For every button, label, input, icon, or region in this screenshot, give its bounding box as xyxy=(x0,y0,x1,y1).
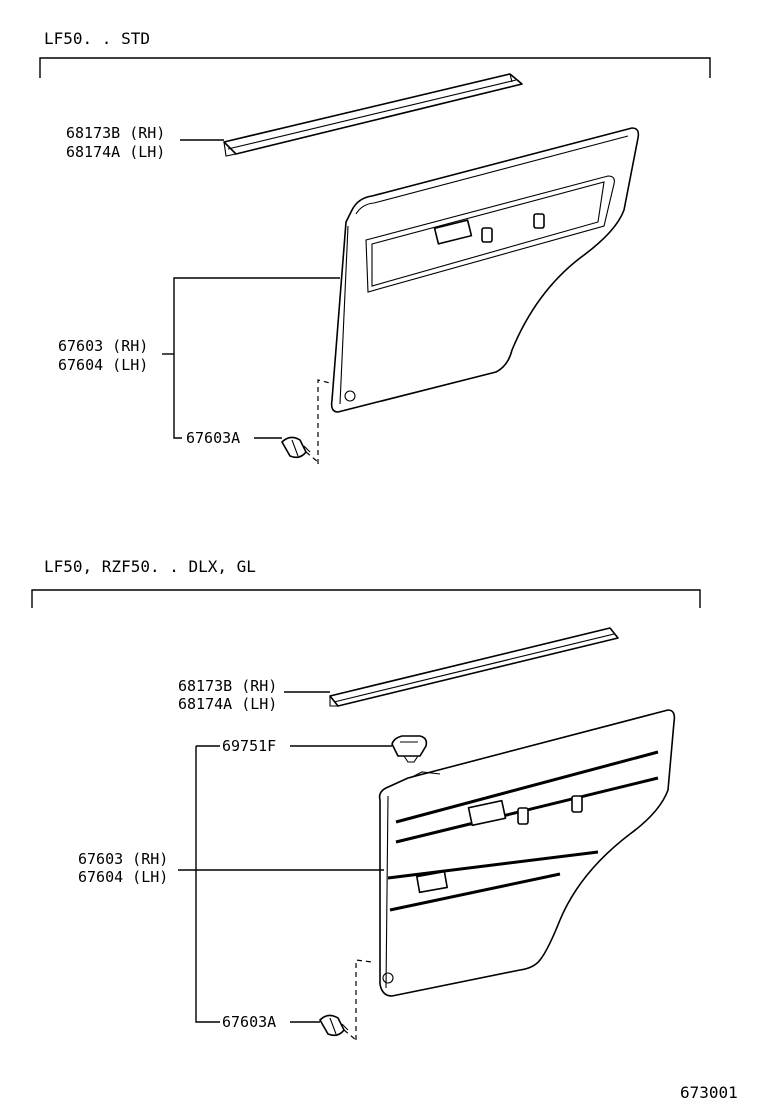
section-std: LF50. . STD xyxy=(39,29,711,464)
clip-hole-dlx xyxy=(382,972,394,984)
leader-bracket-std xyxy=(173,277,340,439)
section-dlx-gl-header: LF50, RZF50. . DLX, GL xyxy=(44,557,256,576)
label-panel-lh-std: 67604 (LH) xyxy=(58,356,148,374)
trim-clip-std xyxy=(281,379,335,464)
label-panel-rh-dlx: 67603 (RH) xyxy=(78,850,168,868)
lock-knob-recess xyxy=(481,227,493,243)
armrest-recess xyxy=(416,870,448,894)
label-clip-std: 67603A xyxy=(186,429,240,447)
section-std-bracket xyxy=(39,57,711,78)
door-pull-pocket xyxy=(391,735,428,763)
switch-recess xyxy=(533,213,545,229)
figure-code: 673001 xyxy=(680,1083,738,1102)
section-dlx-gl: LF50, RZF50. . DLX, GL xyxy=(31,557,701,1041)
section-dlx-gl-bracket xyxy=(31,589,701,608)
label-molding-rh-std: 68173B (RH) xyxy=(66,124,165,142)
label-molding-rh-dlx: 68173B (RH) xyxy=(178,677,277,695)
clip-hole xyxy=(344,390,356,402)
belt-molding-std xyxy=(223,73,523,157)
label-panel-rh-std: 67603 (RH) xyxy=(58,337,148,355)
leader-bracket-dlx xyxy=(195,746,220,1023)
label-pocket: 69751F xyxy=(222,737,276,755)
door-handle-recess-dlx xyxy=(467,799,507,827)
door-trim-panel-dlx xyxy=(378,709,676,997)
section-std-header: LF50. . STD xyxy=(44,29,150,48)
door-trim-panel-std xyxy=(330,127,640,413)
door-handle-recess xyxy=(433,219,473,245)
label-panel-lh-dlx: 67604 (LH) xyxy=(78,868,168,886)
trim-clip-dlx xyxy=(319,959,373,1041)
label-clip-dlx: 67603A xyxy=(222,1013,276,1031)
switch-recess-dlx xyxy=(571,795,583,813)
label-molding-lh-dlx: 68174A (LH) xyxy=(178,695,277,713)
label-molding-lh-std: 68174A (LH) xyxy=(66,143,165,161)
lock-knob-recess-dlx xyxy=(517,807,529,825)
belt-molding-dlx xyxy=(329,627,619,707)
